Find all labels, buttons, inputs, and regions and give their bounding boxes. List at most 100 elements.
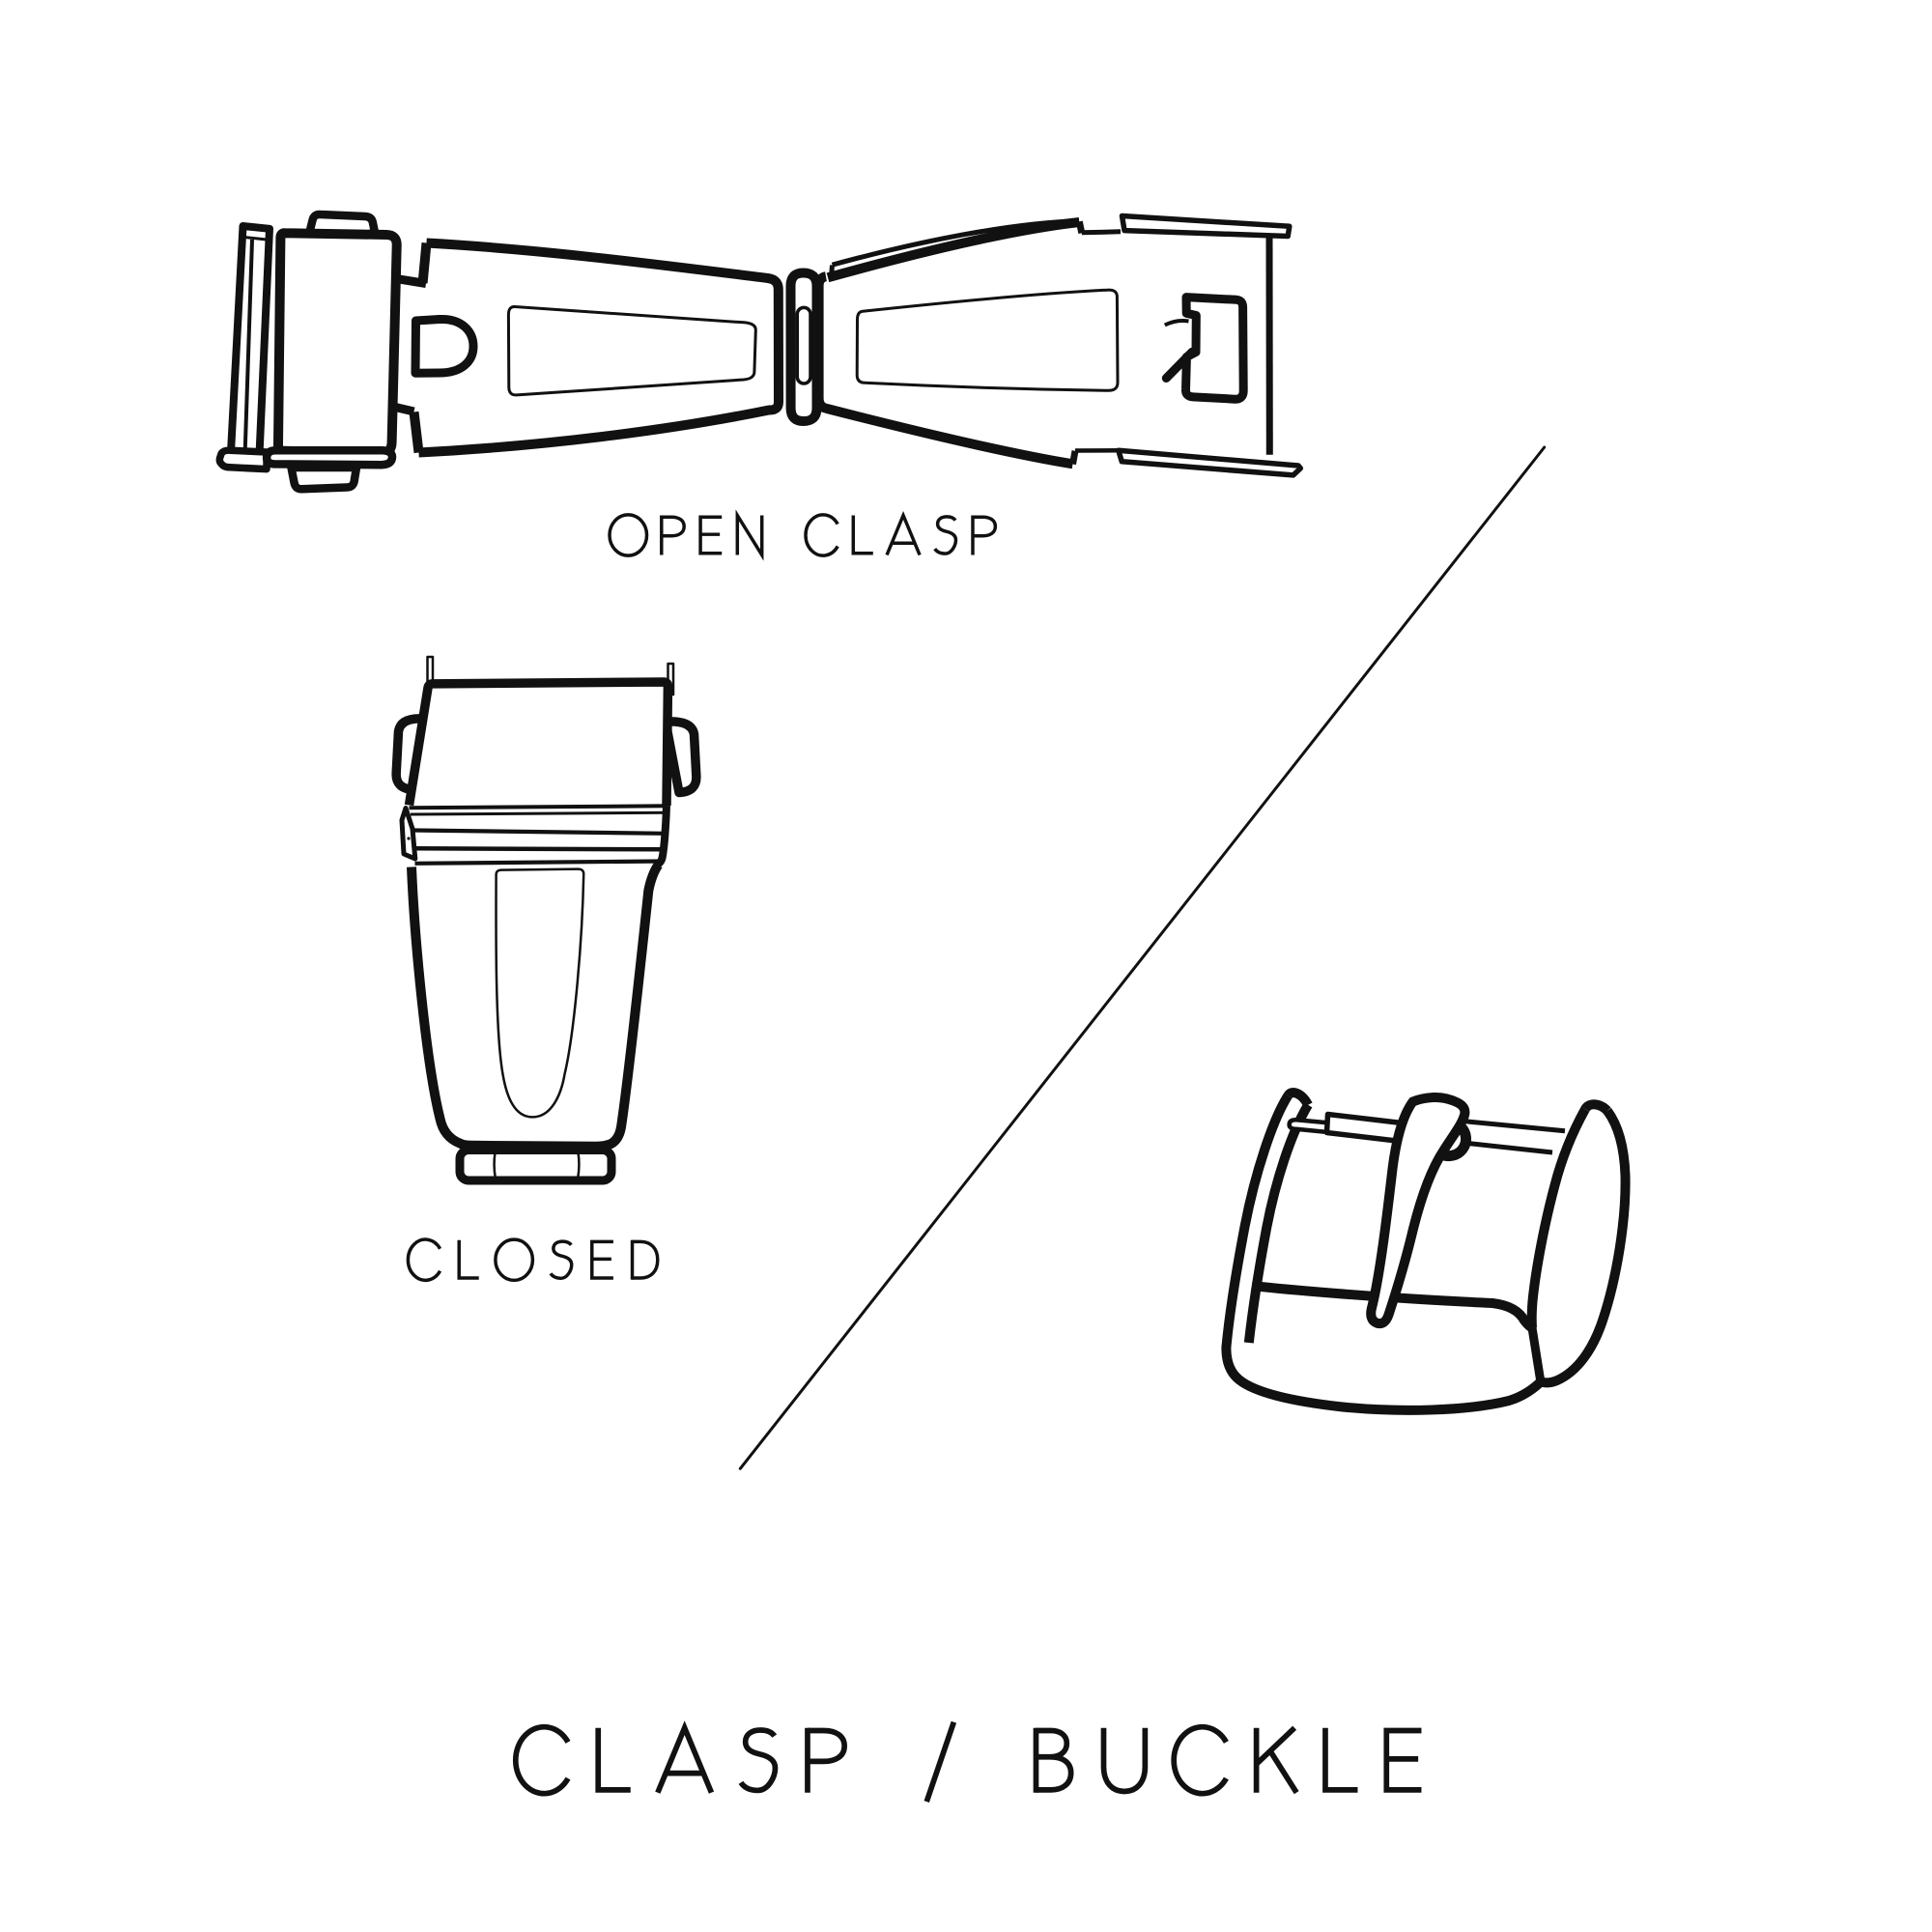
open-clasp-bottom-step (1069, 450, 1079, 466)
closed-clasp-foot-tick-left (493, 1151, 497, 1179)
label-letter (972, 515, 998, 538)
label-letter (851, 515, 873, 555)
buckle-figure (1221, 1088, 1631, 1415)
open-clasp-end-strip-fold-line (242, 239, 254, 458)
buckle-pin-sleeve (1323, 1111, 1405, 1145)
label-letter (1254, 1725, 1297, 1767)
open-clasp-right-arm-bottom-outline (813, 271, 1074, 469)
label-letter (655, 1720, 715, 1794)
closed-clasp-band-line-1b (410, 810, 667, 816)
closed-clasp-band-right-edge (653, 805, 670, 869)
buckle-bar-lower-right-segment (1467, 1141, 1553, 1155)
closed-clasp-band-line-1 (409, 804, 668, 810)
open-clasp-top-notch-floor (1081, 229, 1122, 236)
buckle-left-arm-top-cap (1284, 1088, 1313, 1108)
label-letter (1036, 1753, 1074, 1793)
open-clasp-left-arm-fill (394, 242, 779, 453)
buckle-right-arm-inner-edge (1526, 1106, 1590, 1328)
buckle-right-arm (1526, 1099, 1631, 1388)
closed-clasp-flap-fill (409, 682, 668, 808)
label-letter (923, 1720, 957, 1804)
label-letter (933, 515, 958, 555)
open-clasp-hinge (785, 268, 822, 426)
open-clasp-figure (215, 210, 1304, 561)
label-letter (1036, 1727, 1070, 1760)
label-letter (549, 1239, 574, 1281)
open-clasp-right-arm-top-edge (826, 217, 1080, 283)
label-letter (735, 509, 764, 561)
open-clasp-d-cutout (411, 314, 478, 378)
closed-clasp-left-bracket (399, 806, 418, 862)
closed-clasp-label (406, 1237, 660, 1283)
open-clasp-left-arm (389, 238, 783, 458)
open-clasp-bottom-tab (287, 463, 361, 494)
buckle-pin-tip (1287, 1117, 1333, 1135)
closed-clasp-band-line-2 (412, 828, 666, 836)
open-clasp-fork-bottom-prong-edge (409, 411, 424, 454)
open-clasp-cover-plate (215, 210, 402, 494)
buckle-pin-bar (1287, 1111, 1566, 1155)
open-clasp-plate (273, 228, 402, 459)
open-clasp-hinge-pin (795, 305, 812, 385)
label-letter (632, 1239, 660, 1280)
closed-clasp-band-line-3 (413, 846, 666, 852)
page-title (513, 1720, 1422, 1804)
buckle-body-bottom-edge (1221, 1345, 1548, 1415)
open-clasp-end-bottom-strip (1116, 447, 1304, 478)
buckle-left-arm-outer-edge (1221, 1093, 1293, 1348)
label-letter (738, 1727, 779, 1794)
closed-clasp-foot-tick-right (576, 1151, 581, 1179)
open-clasp-right-arm-top-face-line (831, 218, 1079, 268)
open-clasp-end-strip-top-face (243, 236, 271, 242)
open-clasp-label (608, 509, 998, 561)
label-letter (457, 1239, 479, 1280)
open-clasp-spring-blade (1161, 347, 1197, 383)
buckle-body-top-edge (1251, 1281, 1534, 1333)
label-letter (494, 1237, 535, 1283)
buckle-body (1226, 1286, 1541, 1410)
buckle-body-crease (1527, 1326, 1545, 1380)
buckle-right-arm-outer-edge (1537, 1107, 1631, 1388)
buckle-left-arm-inner-edge (1243, 1102, 1313, 1344)
closed-clasp-bracket-rivet (407, 837, 411, 840)
open-clasp-spring-curve (1163, 319, 1189, 327)
closed-clasp-body (391, 655, 701, 1185)
open-clasp-hinge-cover (785, 268, 822, 426)
open-clasp-spring-cutout (1180, 293, 1248, 404)
closed-clasp-window (495, 867, 585, 1119)
closed-clasp-figure (391, 655, 701, 1283)
open-clasp-left-arm-outline (418, 238, 783, 458)
buckle-right-arm-top-cap (1580, 1099, 1611, 1115)
label-letter (807, 1727, 848, 1765)
open-clasp-right-arm-face-connector (829, 265, 835, 278)
label-letter (1100, 1727, 1149, 1795)
open-clasp-left-window (506, 304, 757, 397)
label-letter (1267, 1749, 1299, 1795)
open-clasp-strip-foot (215, 446, 270, 473)
open-clasp-right-arm (813, 213, 1304, 478)
buckle-tongue (1366, 1092, 1470, 1329)
closed-clasp-foot (455, 1146, 616, 1185)
label-letter (1171, 1723, 1229, 1797)
open-clasp-fork-top-prong-edge (417, 242, 432, 284)
closed-clasp-band-line-4 (414, 859, 665, 866)
open-clasp-top-step (1075, 220, 1086, 235)
label-letter (885, 510, 922, 556)
label-letter (804, 513, 839, 557)
closed-clasp-right-ear (661, 717, 701, 798)
closed-clasp-lower-body (407, 862, 663, 1151)
label-letter (608, 513, 649, 557)
label-letter (406, 1237, 442, 1283)
closed-clasp-flap (404, 677, 673, 807)
label-letter (1322, 1727, 1358, 1793)
open-clasp-right-window (855, 288, 1120, 392)
label-letter (661, 515, 686, 538)
divider-line (738, 445, 1547, 1470)
open-clasp-plate-bottom-bar (262, 445, 397, 469)
buckle-left-arm (1221, 1088, 1313, 1348)
label-letter (513, 1723, 571, 1797)
open-clasp-end-top-strip (1119, 213, 1293, 240)
label-letter (595, 1727, 631, 1793)
